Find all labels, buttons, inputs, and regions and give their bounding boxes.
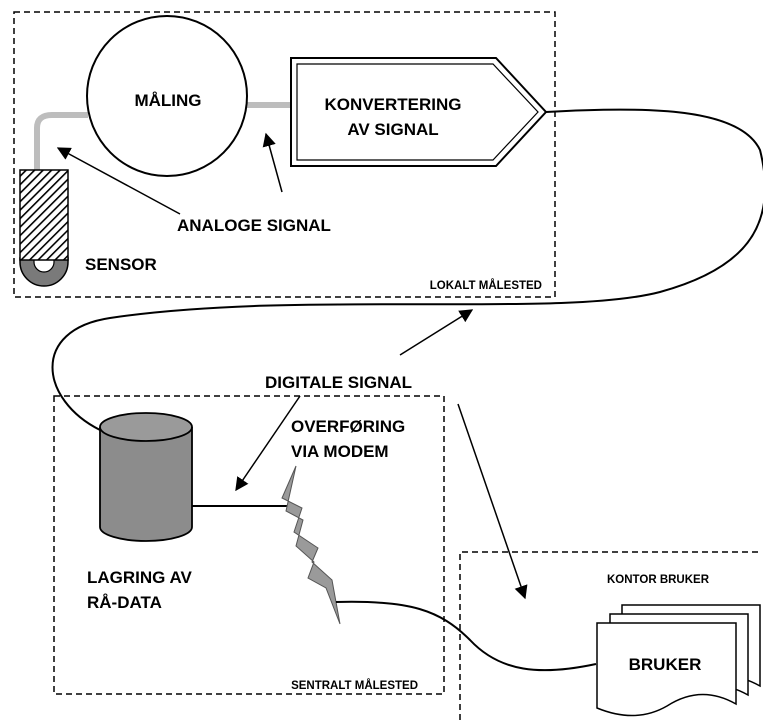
region-central-box xyxy=(53,395,445,695)
digital-arrow-to-storage xyxy=(235,395,301,492)
user-label: BRUKER xyxy=(629,655,702,674)
analog-arrow-to-cable xyxy=(56,147,181,215)
conversion-label-line1: KONVERTERING xyxy=(325,95,462,114)
analog-arrow-to-measurement xyxy=(262,132,283,193)
region-local-box xyxy=(13,11,556,298)
lightning-icon xyxy=(281,465,341,625)
digital-signal-label: DIGITALE SIGNAL xyxy=(265,373,412,392)
conversion-label-line2: AV SIGNAL xyxy=(347,120,438,139)
region-local-label: LOKALT MÅLESTED xyxy=(430,279,542,292)
sensor-cable xyxy=(34,112,88,182)
digital-cable xyxy=(51,108,763,431)
digital-arrow-to-user xyxy=(457,403,528,600)
conversion-shape-inner xyxy=(296,63,539,161)
sensor-label: SENSOR xyxy=(85,255,157,274)
measurement-label: MÅLING xyxy=(134,91,201,110)
transfer-label-line1: OVERFØRING xyxy=(291,417,405,436)
sensor-icon xyxy=(19,169,69,287)
storage-cylinder-icon xyxy=(99,412,193,542)
region-office-box xyxy=(459,551,762,720)
transfer-label-line2: VIA MODEM xyxy=(291,442,389,461)
region-central-label: SENTRALT MÅLESTED xyxy=(291,679,418,692)
analog-signal-label: ANALOGE SIGNAL xyxy=(177,216,331,235)
conversion-shape-outer xyxy=(290,57,548,167)
measurement-circle xyxy=(86,15,248,177)
user-documents-icon xyxy=(596,604,761,717)
storage-label-line1: LAGRING AV xyxy=(87,568,192,587)
storage-label-line2: RÅ-DATA xyxy=(87,593,162,612)
digital-arrow-to-cable xyxy=(399,309,474,356)
modem-to-user-cable xyxy=(335,600,597,672)
region-office-label: KONTOR BRUKER xyxy=(607,574,710,586)
